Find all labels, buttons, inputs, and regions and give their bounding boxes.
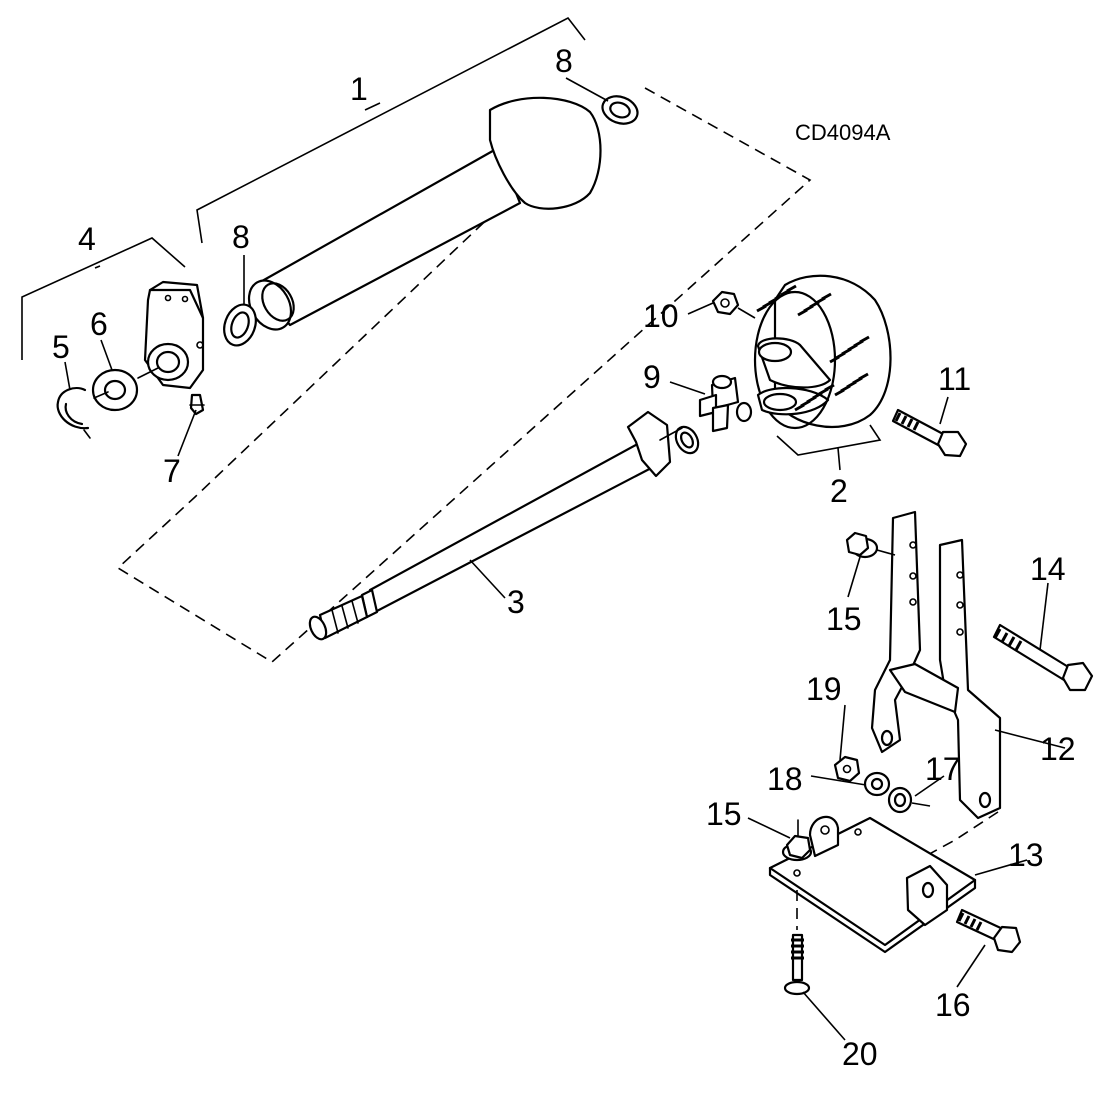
part-1-outer-tube xyxy=(247,96,602,331)
callout-18: 18 xyxy=(767,761,803,797)
callout-16: 16 xyxy=(935,987,971,1023)
callout-7: 7 xyxy=(163,453,181,489)
part-20-screw xyxy=(783,890,811,996)
callout-11: 11 xyxy=(938,361,971,397)
group-brackets xyxy=(21,16,882,471)
clutch-springs xyxy=(756,284,870,412)
callout-17: 17 xyxy=(925,751,961,787)
part-17-spacer xyxy=(887,786,931,814)
part-13-mounting-plate xyxy=(768,815,977,954)
callout-19: 19 xyxy=(806,671,842,707)
part-8-seal-ring-left xyxy=(223,303,257,347)
callout-10: 10 xyxy=(643,298,679,334)
callout-15-upper: 15 xyxy=(826,601,862,637)
callout-8-top: 8 xyxy=(555,43,573,79)
part-18-washer xyxy=(863,771,891,797)
callout-9: 9 xyxy=(643,359,661,395)
callout-2: 2 xyxy=(830,473,848,509)
callout-3: 3 xyxy=(507,584,525,620)
callout-4: 4 xyxy=(78,221,96,257)
part-7-grease-fitting xyxy=(189,393,205,416)
callout-13: 13 xyxy=(1008,837,1044,873)
part-12-frame-bracket xyxy=(870,510,1002,820)
callout-labels: 1 8 8 4 5 6 7 9 10 11 2 3 15 14 12 19 18… xyxy=(52,43,1076,1072)
part-8-seal-ring-top xyxy=(601,95,639,125)
part-9-cross-spider xyxy=(698,374,753,433)
callout-12: 12 xyxy=(1040,731,1076,767)
part-4-bearing-housing xyxy=(143,280,205,390)
part-14-long-bolt xyxy=(992,623,1094,692)
part-5-snap-ring xyxy=(56,386,109,439)
callout-15-lower: 15 xyxy=(706,796,742,832)
callout-14: 14 xyxy=(1030,551,1066,587)
part-15-flange-nut-upper xyxy=(845,531,896,559)
drawing-code: CD4094A xyxy=(795,120,891,145)
callout-1: 1 xyxy=(350,71,368,107)
part-10-nut xyxy=(711,290,756,319)
part-6-bearing xyxy=(91,367,159,412)
leader-lines xyxy=(64,77,1066,1041)
part-15-flange-nut-lower xyxy=(781,819,813,862)
part-2-slip-clutch xyxy=(753,274,892,430)
callout-8-left: 8 xyxy=(232,219,250,255)
callout-5: 5 xyxy=(52,329,70,365)
part-19-nut xyxy=(833,755,861,783)
part-11-bolt xyxy=(891,408,968,458)
part-3-inner-shaft xyxy=(308,410,700,641)
callout-6: 6 xyxy=(90,306,108,342)
assembly-boundary xyxy=(116,87,812,663)
callout-20: 20 xyxy=(842,1036,878,1072)
part-16-bolt xyxy=(955,908,1022,954)
